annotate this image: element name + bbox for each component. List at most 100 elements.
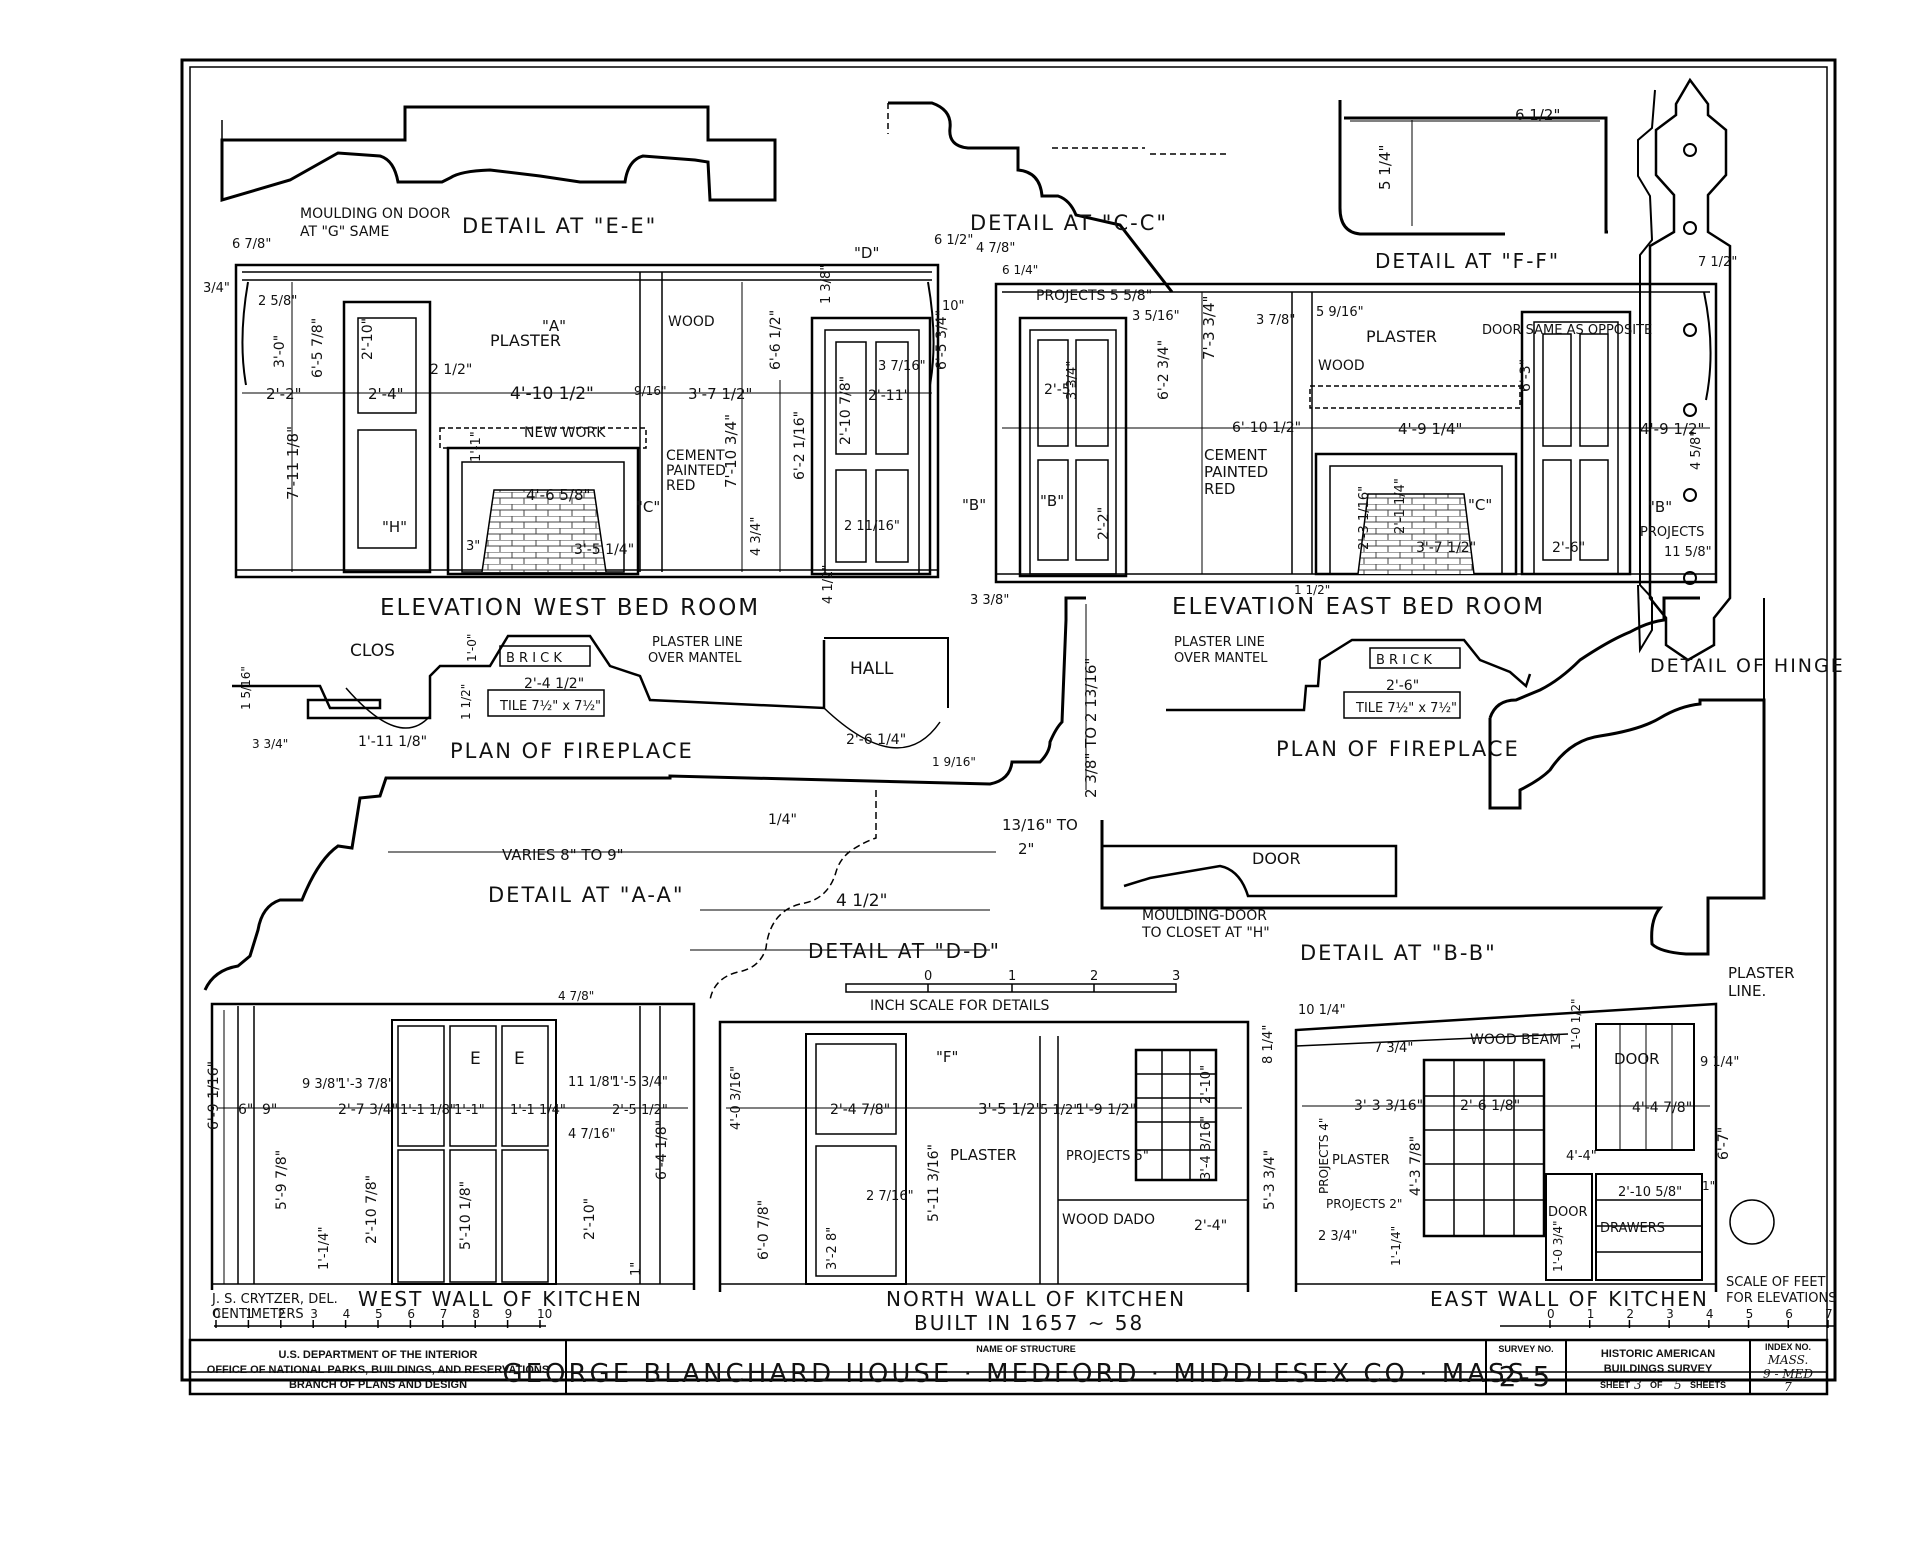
- dim-k-2108: 2'-10 5/8": [1618, 1185, 1682, 1200]
- kw-upper-left: [397, 1025, 445, 1147]
- label-east-cement-2: PAINTED: [1204, 463, 1268, 481]
- dim-d-211: 2'-11": [868, 388, 910, 404]
- dim-cc-614: 6 1/4": [1002, 263, 1038, 277]
- agency-line-3: BRANCH OF PLANS AND DESIGN: [289, 1379, 467, 1391]
- plan-east-title: PLAN OF FIREPLACE: [1276, 737, 1520, 761]
- index-no-label: INDEX NO.: [1765, 1342, 1811, 1352]
- dim-w-5978: 5'-9 7/8": [274, 1150, 290, 1210]
- kitchen-east-title: EAST WALL OF KITCHEN: [1430, 1287, 1709, 1311]
- plan-west-tile: [487, 689, 605, 717]
- plan-west-plaster-line-1: PLASTER LINE: [652, 635, 743, 650]
- dim-n-2716: 2 7/16": [866, 1189, 914, 1204]
- feet-scale-tick-label: 3: [1666, 1307, 1674, 1321]
- ke-beam: [1295, 1033, 1569, 1047]
- dim-p-14: 1/4": [768, 812, 797, 828]
- hinge-left-plate: [1637, 89, 1656, 654]
- plan-fireplace-west: CLOS HALL B R I C K TILE 7½" x 7½" PLAST…: [232, 634, 976, 769]
- dim-e-6234: 6'-2 3/4": [1156, 340, 1172, 400]
- cm-scale-tick-label: 6: [407, 1307, 415, 1321]
- dim-ee-354: 3'-5 1/4": [574, 542, 634, 558]
- dim-k-2618: 2'-6 1/8": [1460, 1098, 1520, 1114]
- moulding-closet-1: MOULDING-DOOR: [1142, 908, 1267, 924]
- dim-ee-465: 4'-6 5/8": [526, 486, 590, 504]
- west-fireplace-opening: [481, 489, 607, 573]
- dim-n-24: 2'-4": [1194, 1218, 1227, 1234]
- dim-k-1: 1": [1702, 1179, 1715, 1193]
- dim-w-478: 4 7/8": [558, 989, 594, 1003]
- elevation-west-bedroom: PLASTER WOOD NEW WORK CEMENT PAINTED RED…: [203, 237, 1009, 621]
- dim-ff-612: 6 1/2": [1515, 106, 1560, 124]
- feet-scale-label-2: FOR ELEVATIONS: [1726, 1291, 1836, 1306]
- kitchen-north-title-1: NORTH WALL OF KITCHEN: [886, 1287, 1186, 1311]
- dim-ee-916: 9/16": [634, 384, 666, 398]
- door-same-note: DOOR SAME AS OPPOSITE: [1482, 323, 1652, 338]
- dim-w-9: 9": [262, 1102, 277, 1118]
- ke-outline: [1294, 1002, 1718, 1292]
- dim-ee-11: 1'-1": [469, 431, 484, 462]
- plan-east-brick: [1369, 647, 1461, 669]
- cm-scale-tick-label: 4: [343, 1307, 351, 1321]
- dim-ee-212: 2 1/2": [430, 362, 472, 378]
- index-line-3: 7: [1784, 1380, 1792, 1394]
- detail-bb-top: [1488, 596, 1700, 719]
- dim-w-2108: 2'-10 7/8": [364, 1175, 380, 1244]
- dim-d-21078: 2'-10 7/8": [838, 376, 854, 445]
- dim-e-1158: 11 5/8": [1664, 545, 1712, 560]
- dim-ee-25: 2 5/8": [258, 294, 297, 309]
- east-left-door-panel-1: [1037, 339, 1069, 447]
- west-left-door-panel: [357, 317, 417, 414]
- kw-mark-e1: E: [470, 1049, 481, 1069]
- east-right-door-panel-2: [1579, 333, 1609, 447]
- kitchen-west-title: WEST WALL OF KITCHEN: [358, 1287, 643, 1311]
- dim-p-15: 1 5/16": [239, 666, 253, 710]
- ke-projects-a: PROJECTS 4": [1317, 1118, 1331, 1194]
- dim-cc-478: 4 7/8": [976, 241, 1015, 256]
- kn-door: [805, 1033, 907, 1285]
- east-left-door-panel-3: [1037, 459, 1069, 561]
- cm-scale-tick-label: 9: [505, 1307, 513, 1321]
- detail-ee-title: DETAIL AT "E-E": [462, 214, 657, 238]
- cm-scale-tick-label: 1: [245, 1307, 253, 1321]
- dim-e-4914: 4'-9 1/4": [1398, 420, 1462, 438]
- plan-west-wall: [232, 634, 826, 720]
- dim-ee-30: 3'-0": [272, 335, 288, 368]
- east-right-door: [1520, 310, 1632, 576]
- dim-w-1378: 1'-3 7/8": [338, 1077, 394, 1092]
- feet-scale-tick-label: 0: [1547, 1307, 1555, 1321]
- dim-w-118: 1'-1 1/8": [400, 1103, 456, 1118]
- habs-line-1: HISTORIC AMERICAN: [1601, 1348, 1715, 1360]
- inch-scale-3: 3: [1172, 969, 1180, 984]
- ke-low-door: [1545, 1173, 1593, 1281]
- dim-e-3712: 3'-7 1/2": [1416, 540, 1476, 556]
- kitchen-east-wall: WOOD BEAM DOOR DOOR DRAWERS PLASTER PROJ…: [1294, 998, 1836, 1328]
- detail-bb-profile: [1100, 814, 1766, 956]
- dim-d-3716: 3 7/16": [878, 359, 926, 374]
- cm-scale-tick-label: 2: [278, 1307, 286, 1321]
- dim-p-26: 2'-6": [1386, 678, 1419, 694]
- west-elev-cornice: [236, 264, 938, 281]
- inch-scale-label: INCH SCALE FOR DETAILS: [870, 998, 1050, 1014]
- label-west-new-work: NEW WORK: [524, 425, 606, 441]
- dim-ee-4105: 4'-10 1/2": [510, 384, 594, 404]
- west-right-door-panel-3: [835, 469, 867, 563]
- mark-east-c: "C": [1468, 496, 1492, 514]
- kw-door-right: [501, 1149, 549, 1283]
- dim-w-6: 6": [238, 1102, 253, 1118]
- dim-d-412: 4 1/2": [821, 565, 836, 604]
- east-right-door-frame: [1533, 321, 1619, 575]
- inch-scale-2: 2: [1090, 969, 1098, 984]
- dim-ff-712: 7 1/2": [1698, 255, 1737, 270]
- cm-scale-tick-label: 10: [537, 1307, 552, 1321]
- sheet-number: 3: [1634, 1378, 1642, 1392]
- habs-line-2: BUILDINGS SURVEY: [1604, 1363, 1713, 1375]
- kw-upper-mid: [449, 1025, 497, 1147]
- dim-k-3316: 3'-3 3/16": [1354, 1098, 1423, 1114]
- mark-west-d: "D": [854, 244, 879, 262]
- cm-scale-tick-label: 0: [213, 1307, 221, 1321]
- mark-west-b: "B": [962, 496, 986, 514]
- feet-scale-ticks: [1549, 1320, 1829, 1328]
- east-elev-curve-right: [1703, 291, 1712, 401]
- varies-note: VARIES 8" TO 9": [502, 846, 624, 864]
